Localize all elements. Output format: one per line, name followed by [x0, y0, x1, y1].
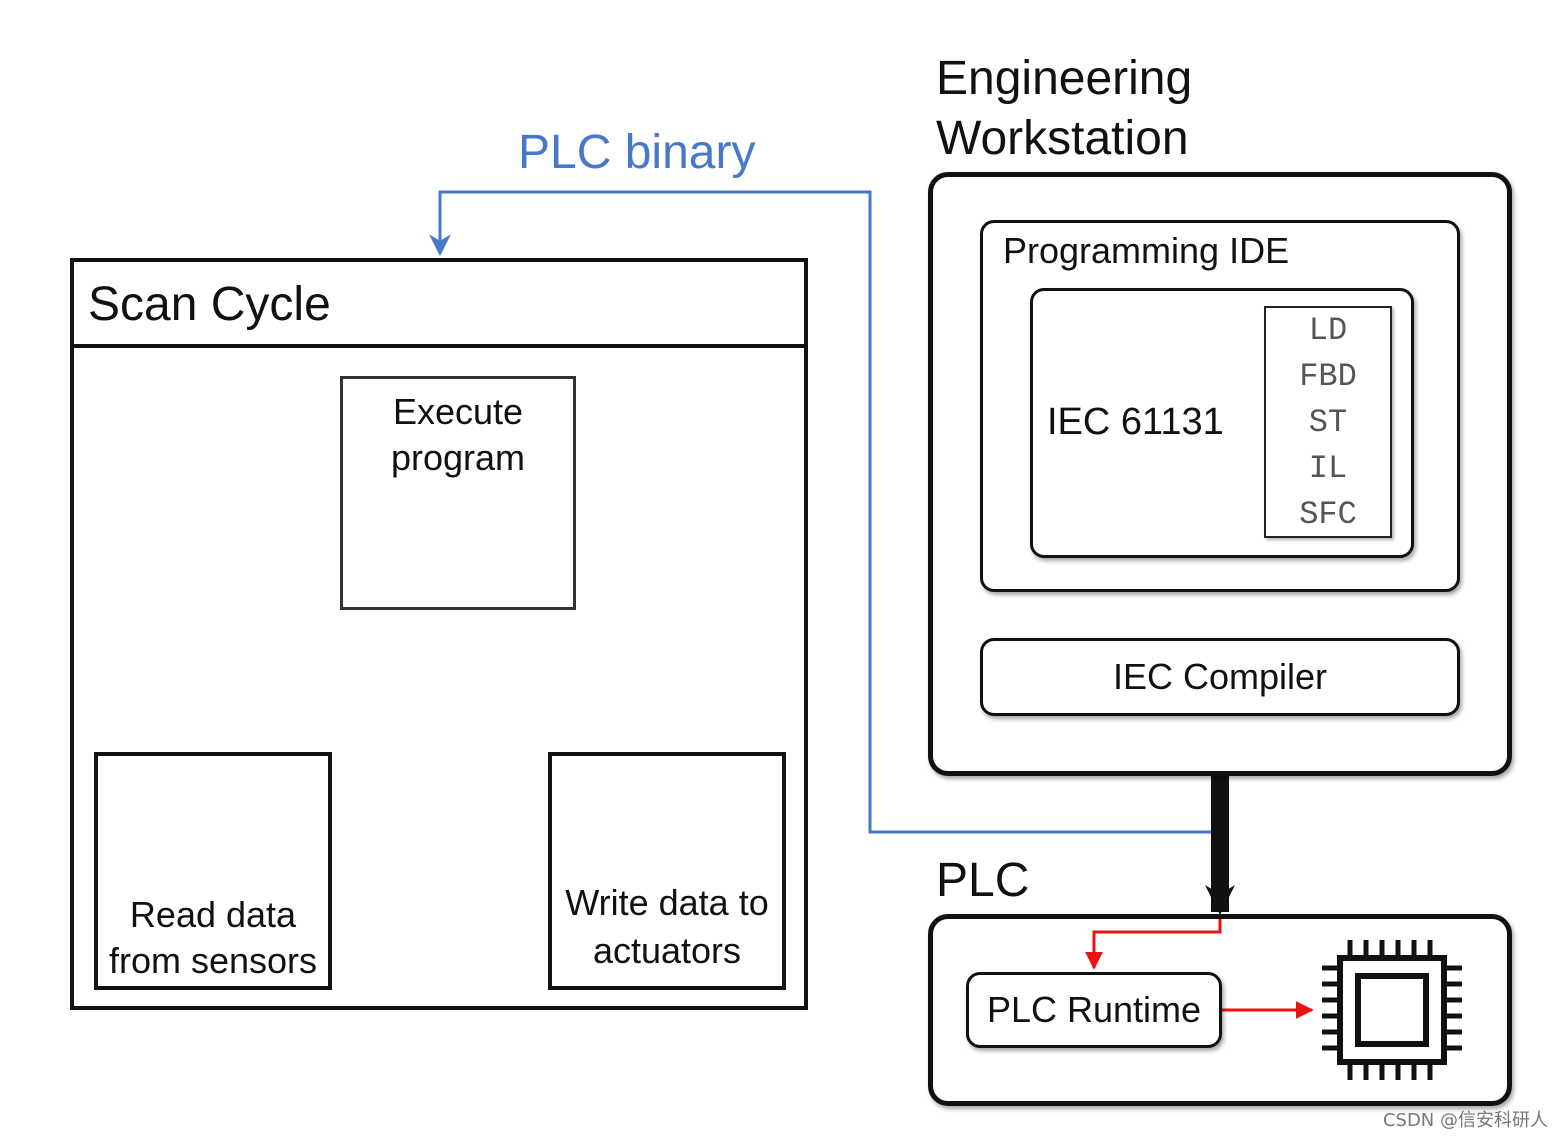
plc-panel [928, 914, 1512, 1106]
scan-cycle-panel: Scan Cycle [70, 258, 808, 1010]
scan-cycle-header: Scan Cycle [74, 262, 804, 348]
read-label-line2: from sensors [108, 940, 318, 981]
write-actuators-box: Write data to actuators [548, 752, 786, 990]
write-label-line2: actuators [592, 930, 742, 971]
read-label-line1: Read data [129, 894, 297, 935]
iec-compiler-box: IEC Compiler [980, 638, 1460, 716]
languages-list: LD FBD ST IL SFC [1264, 306, 1392, 538]
execute-program-box: Execute program [340, 376, 576, 610]
execute-label-line2: program [390, 437, 526, 478]
plc-runtime-box: PLC Runtime [966, 972, 1222, 1048]
workstation-title-line1: Engineering [936, 52, 1193, 105]
language-st: ST [1308, 404, 1348, 441]
plc-input-arrow [1085, 914, 1222, 970]
read-sensors-box: Read data from sensors [94, 752, 332, 990]
workstation-title-line2: Workstation [936, 112, 1189, 165]
language-sfc: SFC [1299, 496, 1357, 533]
plc-binary-label: PLC binary [518, 126, 756, 179]
iec-compiler-label: IEC Compiler [1112, 656, 1328, 697]
ide-title: Programming IDE [1003, 230, 1290, 271]
watermark: CSDN @信安科研人 [1382, 1110, 1548, 1131]
execute-label-line1: Execute [392, 391, 524, 432]
plc-runtime-label: PLC Runtime [986, 989, 1202, 1030]
chip-icon [1322, 940, 1462, 1080]
language-il: IL [1308, 450, 1348, 487]
plc-title: PLC [936, 854, 1030, 907]
language-fbd: FBD [1299, 358, 1357, 395]
iec-standard-label: IEC 61131 [1047, 401, 1224, 443]
language-ld: LD [1308, 312, 1348, 349]
plc-binary-connector [429, 190, 1212, 834]
scan-cycle-title: Scan Cycle [88, 278, 331, 331]
write-label-line1: Write data to [565, 882, 769, 923]
